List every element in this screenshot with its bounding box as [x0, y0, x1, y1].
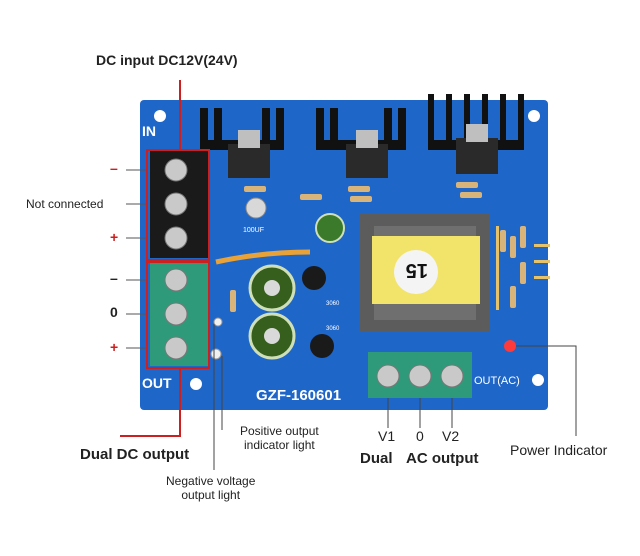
dc-output-highlight-box — [146, 261, 210, 369]
board-model: GZF-160601 — [256, 387, 341, 404]
callout-lines — [120, 80, 181, 437]
capacitor-large-1 — [248, 264, 296, 312]
orange-wire — [215, 249, 311, 265]
in-mark: IN — [142, 123, 156, 139]
capacitor-mark: 100UF — [243, 227, 264, 234]
dc-input-terminal-block — [150, 150, 208, 258]
transistor-1 — [302, 266, 326, 290]
out-ac-mark: OUT(AC) — [474, 375, 520, 387]
dc-input-label: DC input DC12V(24V) — [96, 52, 238, 68]
mosfet-3 — [456, 124, 498, 174]
code-mark-1: 3060 — [326, 301, 340, 307]
header-pins — [496, 226, 550, 310]
power-indicator-label: Power Indicator — [510, 442, 608, 458]
leader-lines — [213, 324, 577, 470]
negative-voltage-light-label: Negative voltage output light — [166, 474, 256, 502]
zero-mid-label: 0 — [110, 304, 118, 320]
plus-mid-label: + — [110, 339, 119, 355]
zero-ac-label: 0 — [416, 428, 424, 444]
dc-output-terminal-block — [150, 262, 208, 366]
capacitor-large-2 — [248, 312, 296, 360]
capacitor-small-top — [315, 213, 345, 243]
label-ticks — [126, 169, 146, 349]
positive-led-icon — [210, 348, 222, 360]
power-led-icon — [504, 340, 516, 352]
v2-label: V2 — [442, 428, 460, 444]
mosfet-1 — [228, 130, 270, 178]
transformer — [360, 214, 490, 332]
minus-top-label: – — [110, 160, 118, 176]
dc-input-highlight-box — [146, 149, 210, 261]
transistor-2 — [310, 334, 334, 358]
mosfet-2 — [346, 130, 388, 178]
mounting-holes — [154, 110, 544, 390]
capacitor-100uf — [245, 197, 267, 219]
dual-dc-output-label: Dual DC output — [80, 446, 190, 463]
v1-label: V1 — [378, 428, 396, 444]
out-mark: OUT — [142, 375, 172, 391]
ac-output-label: AC output — [406, 450, 479, 467]
negative-led-icon — [213, 317, 223, 327]
code-mark-2: 3060 — [326, 326, 340, 332]
transformer-mark: 15 — [406, 259, 428, 281]
dual-label: Dual — [360, 450, 393, 467]
ac-output-terminal-block — [368, 352, 472, 398]
resistors — [230, 182, 526, 312]
positive-output-light-label: Positive output indicator light — [240, 424, 319, 452]
minus-mid-label: – — [110, 270, 118, 286]
not-connected-label: Not connected — [26, 197, 104, 211]
plus-top-label: + — [110, 229, 119, 245]
